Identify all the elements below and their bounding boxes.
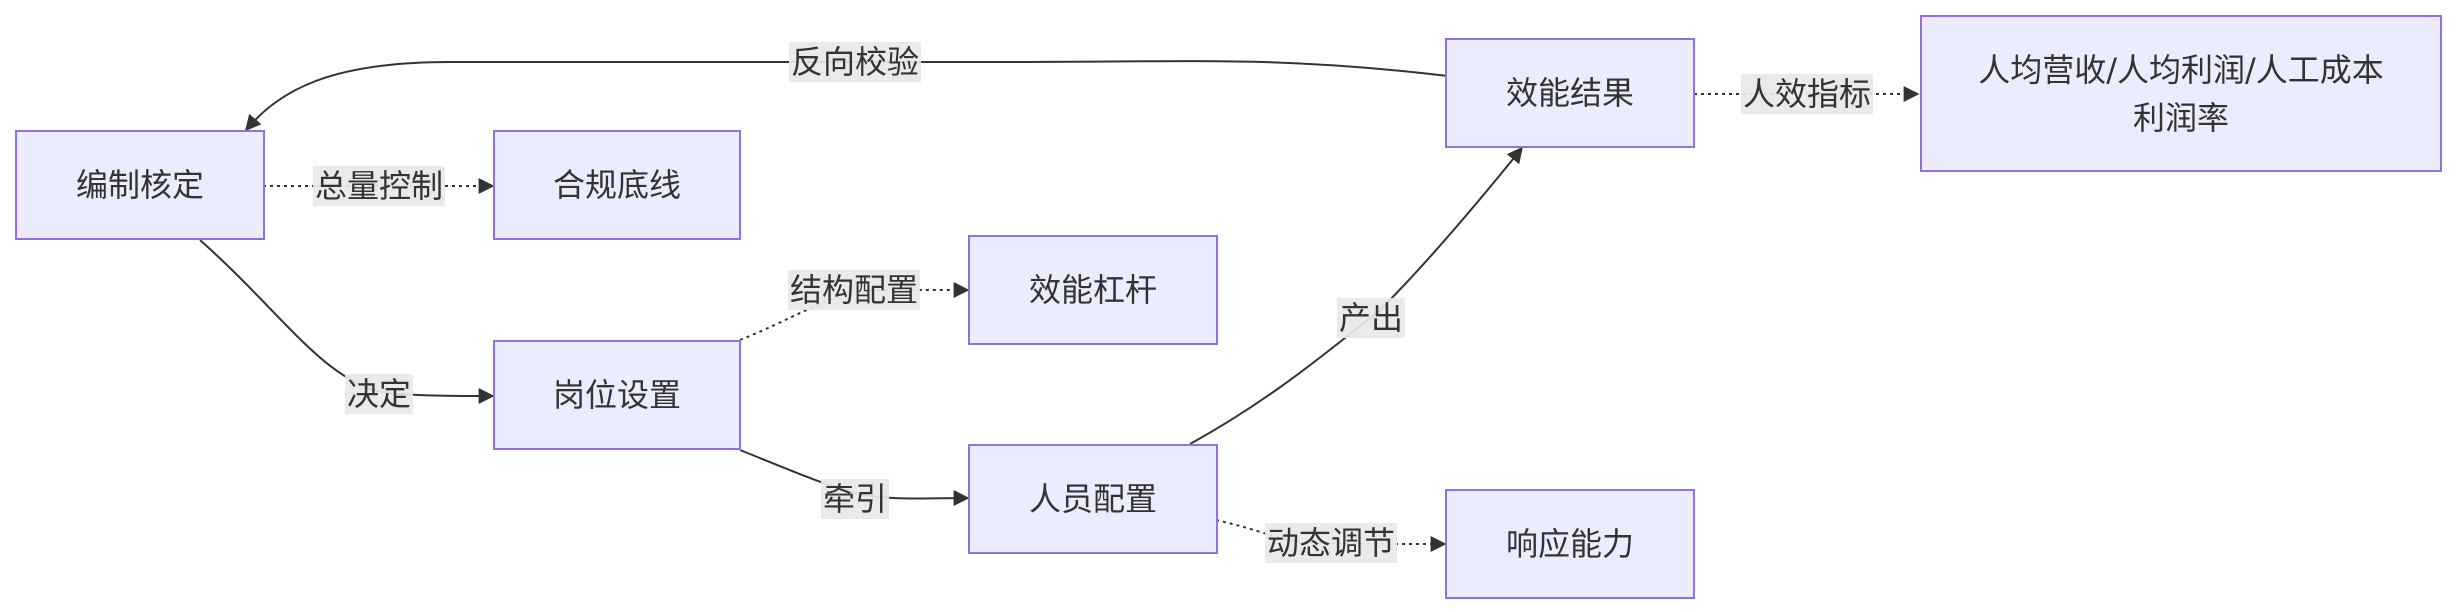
edge-results-to-staffing [244, 60, 1449, 132]
node-response-label: 响应能力 [1505, 525, 1634, 563]
node-leverage: 效能杠杆 [968, 235, 1218, 345]
edge-staffing-to-positions [199, 239, 495, 404]
node-staffing: 编制核定 [15, 130, 265, 240]
node-leverage-label: 效能杠杆 [1028, 271, 1157, 309]
node-personnel-label: 人员配置 [1028, 480, 1157, 518]
node-staffing-label: 编制核定 [75, 166, 204, 204]
node-response: 响应能力 [1445, 489, 1695, 599]
edge-label-traction: 牵引 [821, 479, 890, 519]
node-personnel: 人员配置 [968, 444, 1218, 554]
edge-label-dynamic-adjust: 动态调节 [1265, 523, 1398, 563]
node-positions-label: 岗位设置 [552, 376, 681, 414]
edge-label-reverse-check: 反向校验 [789, 42, 922, 82]
edge-label-structure-config: 结构配置 [788, 270, 921, 310]
node-positions: 岗位设置 [493, 340, 741, 450]
node-results-label: 效能结果 [1505, 74, 1634, 112]
edge-label-total-control: 总量控制 [313, 166, 446, 206]
node-compliance-label: 合规底线 [552, 166, 681, 204]
edge-label-output: 产出 [1337, 298, 1406, 338]
node-metrics-label: 人均营收/人均利润/人工成本利润率 [1978, 50, 2384, 137]
edge-personnel-to-results [1189, 146, 1524, 445]
node-metrics: 人均营收/人均利润/人工成本利润率 [1920, 15, 2442, 172]
node-compliance: 合规底线 [493, 130, 741, 240]
node-results: 效能结果 [1445, 38, 1695, 148]
edge-label-efficiency-index: 人效指标 [1741, 74, 1874, 114]
edge-label-decides: 决定 [345, 374, 414, 414]
